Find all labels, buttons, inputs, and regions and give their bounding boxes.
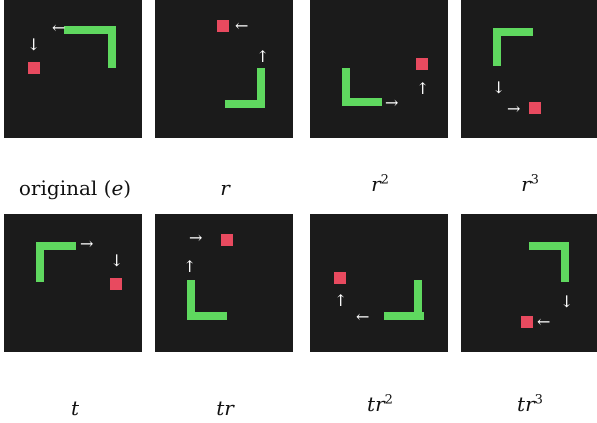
caption-tr: tr xyxy=(216,396,234,420)
arrow-up-icon: ↑ xyxy=(183,257,196,276)
arrow-right-icon: → xyxy=(507,99,520,118)
panel-tr: → ↑ xyxy=(155,214,293,352)
snake-body xyxy=(529,242,569,250)
snake-diagram-original: ← ↓ xyxy=(27,18,116,74)
snake-diagram-tr2: ↑ ← xyxy=(334,272,424,326)
snake-body xyxy=(342,68,350,106)
caption-r3: r3 xyxy=(521,172,539,196)
food-square xyxy=(217,20,229,32)
caption-r: r xyxy=(220,176,230,200)
arrow-left-icon: ← xyxy=(537,312,550,331)
snake-body xyxy=(561,242,569,282)
arrow-down-icon: ↓ xyxy=(492,78,505,97)
panel-tr2: ↑ ← xyxy=(310,214,448,352)
arrow-left-icon: ← xyxy=(235,16,248,35)
panel-r: ← ↑ xyxy=(155,0,293,138)
caption-original: original (e) xyxy=(18,176,132,200)
snake-body xyxy=(36,242,76,250)
panel-t: → ↓ xyxy=(4,214,142,352)
snake-diagram-tr3: ↓ ← xyxy=(521,242,573,331)
panel-r2: → ↑ xyxy=(310,0,448,138)
arrow-right-icon: → xyxy=(189,228,202,247)
snake-body xyxy=(187,312,227,320)
snake-body xyxy=(36,242,44,282)
caption-tr2: tr2 xyxy=(367,392,393,416)
snake-body xyxy=(64,26,116,34)
food-square xyxy=(334,272,346,284)
food-square xyxy=(521,316,533,328)
snake-body xyxy=(384,312,424,320)
snake-body xyxy=(187,280,195,320)
snake-diagram-r3: ↓ → xyxy=(492,28,541,118)
snake-diagram-r2: → ↑ xyxy=(342,58,429,112)
snake-diagram-t: → ↓ xyxy=(36,234,123,290)
arrow-left-icon: ← xyxy=(52,18,65,37)
snake-diagram-r: ← ↑ xyxy=(217,16,269,108)
snake-body xyxy=(493,28,501,66)
snake-body xyxy=(257,68,265,106)
arrow-right-icon: → xyxy=(80,234,93,253)
arrow-up-icon: ↑ xyxy=(416,79,429,98)
arrow-down-icon: ↓ xyxy=(110,251,123,270)
snake-diagram-tr: → ↑ xyxy=(183,228,233,320)
arrow-up-icon: ↑ xyxy=(334,291,347,310)
arrow-up-icon: ↑ xyxy=(256,47,269,66)
arrow-down-icon: ↓ xyxy=(27,35,40,54)
food-square xyxy=(110,278,122,290)
food-square xyxy=(529,102,541,114)
snake-body xyxy=(493,28,533,36)
caption-t: t xyxy=(70,396,80,420)
panel-tr3: ↓ ← xyxy=(461,214,597,352)
food-square xyxy=(416,58,428,70)
arrow-down-icon: ↓ xyxy=(560,292,573,311)
snake-body xyxy=(108,26,116,68)
snake-body xyxy=(225,100,265,108)
snake-body xyxy=(414,280,422,320)
food-square xyxy=(28,62,40,74)
caption-r2: r2 xyxy=(371,172,389,196)
arrow-left-icon: ← xyxy=(356,307,369,326)
food-square xyxy=(221,234,233,246)
snake-body xyxy=(342,98,382,106)
panel-r3: ↓ → xyxy=(461,0,597,138)
panel-original: ← ↓ xyxy=(4,0,142,138)
arrow-right-icon: → xyxy=(385,93,398,112)
caption-tr3: tr3 xyxy=(517,392,543,416)
